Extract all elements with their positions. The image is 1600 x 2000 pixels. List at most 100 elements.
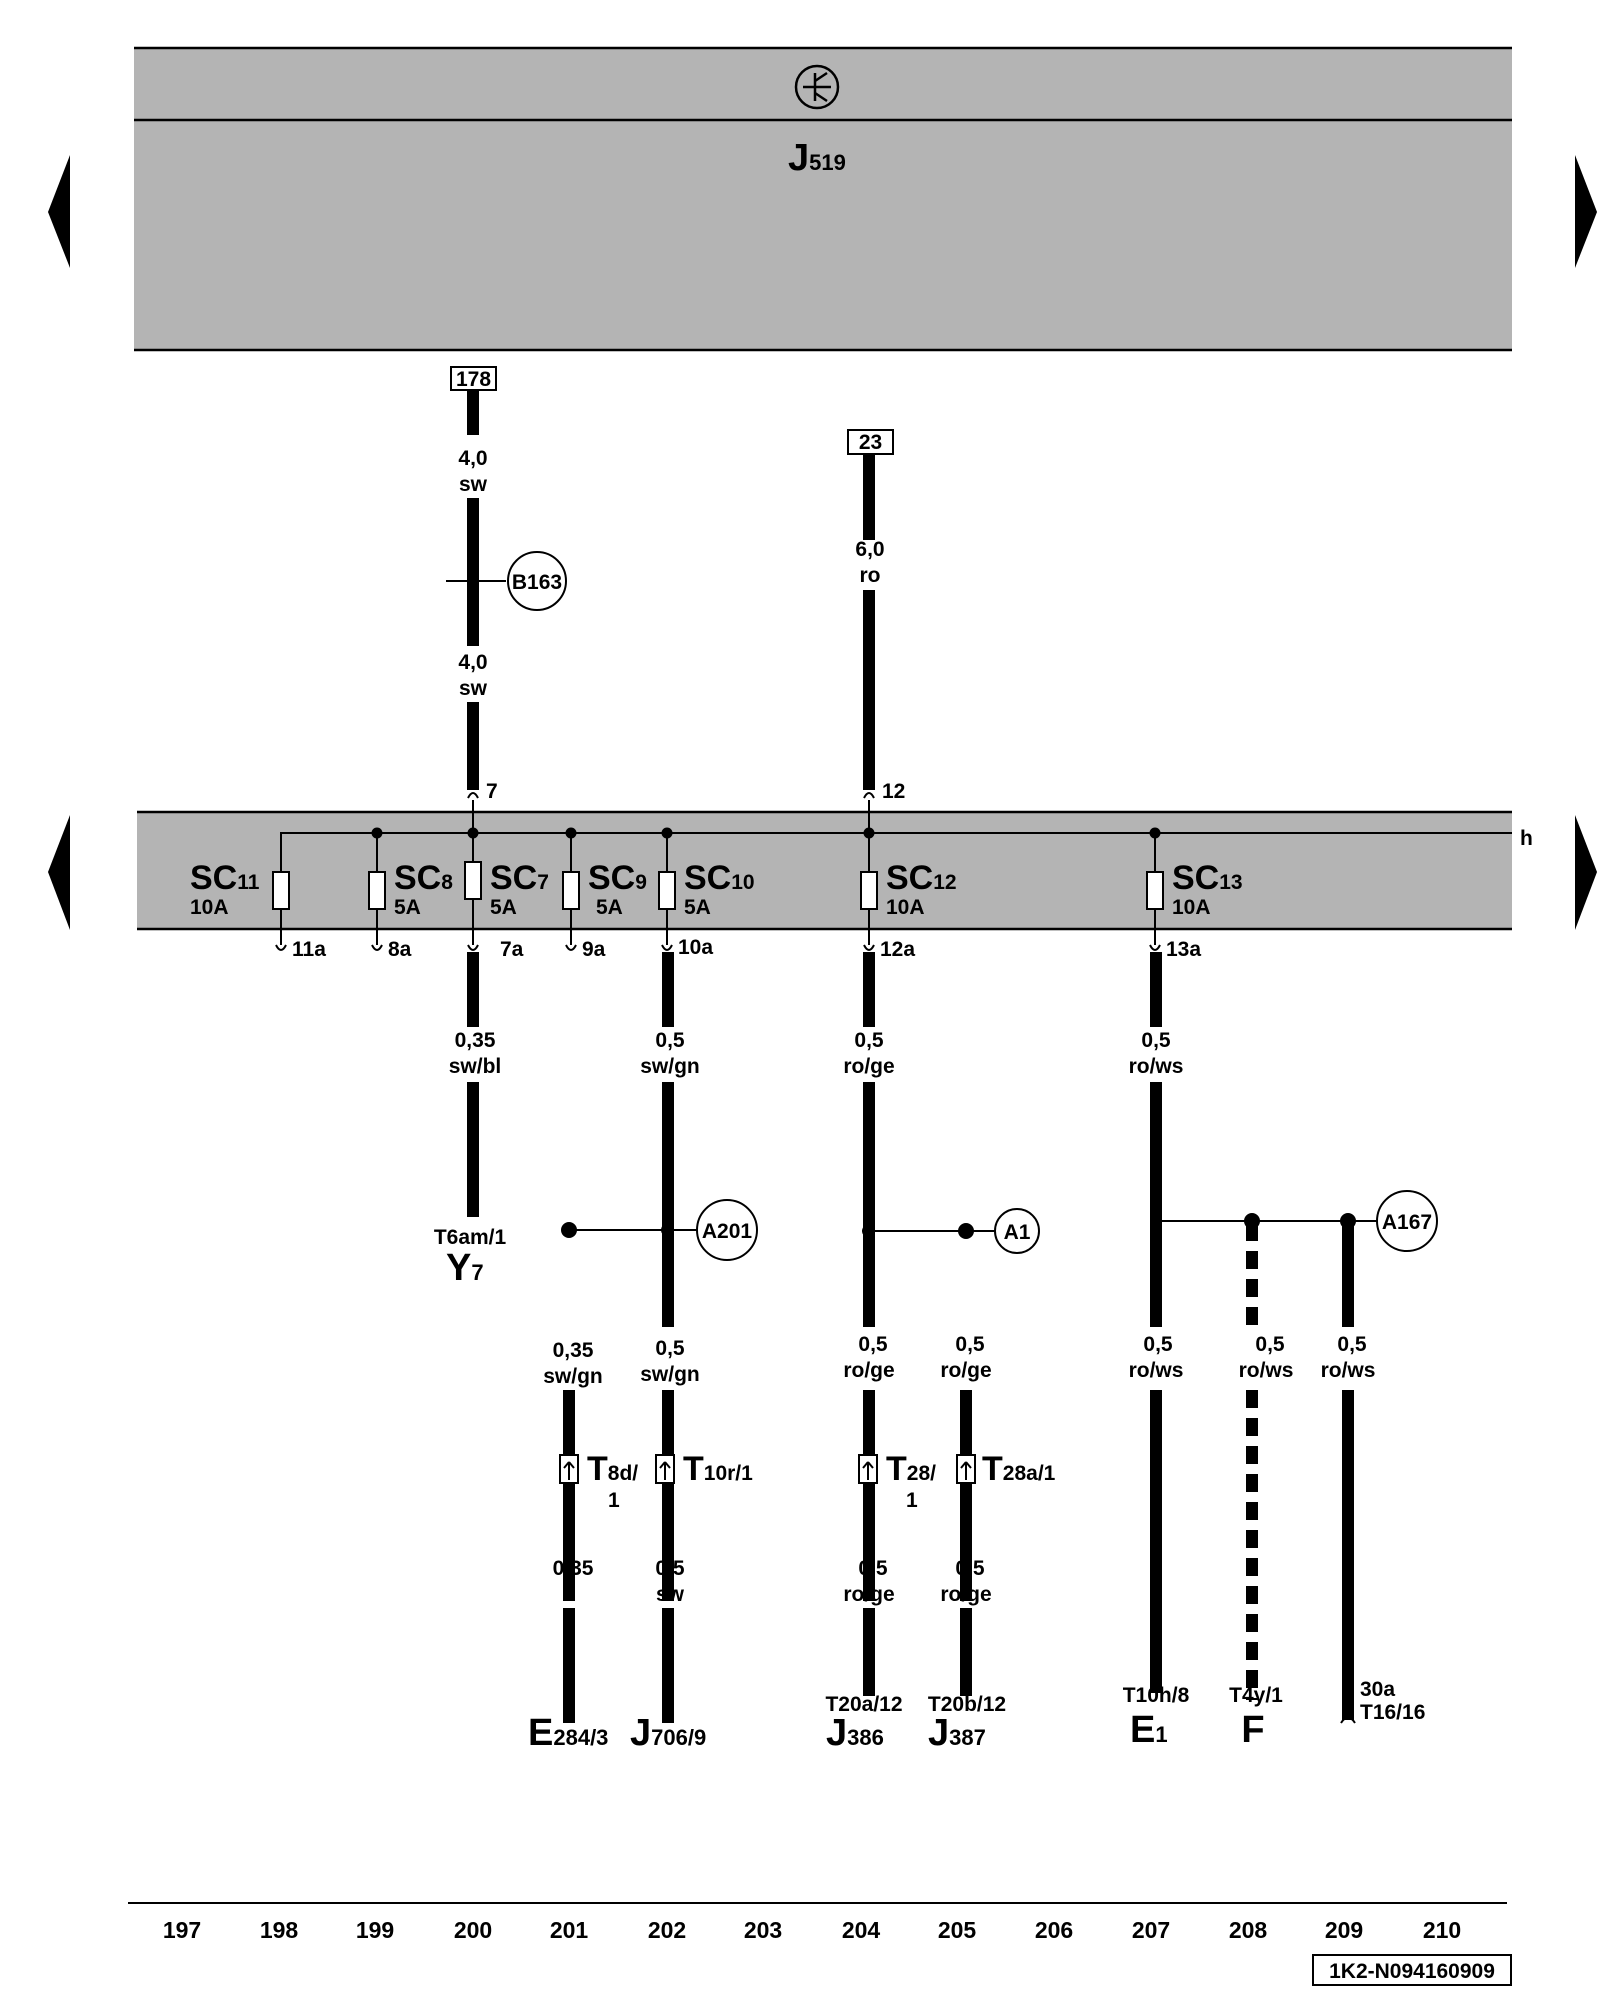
component-label: F — [1241, 1709, 1264, 1751]
fuse-sc12[interactable]: SC12 10A 12a — [860, 833, 957, 961]
column-number: 200 — [454, 1917, 492, 1943]
component-j706[interactable]: J706/9 — [630, 1712, 706, 1754]
document-id-box — [1312, 1954, 1512, 1986]
svg-text:B163: B163 — [512, 571, 562, 594]
column-number: 210 — [1423, 1917, 1461, 1943]
fuse-sc9[interactable]: SC9 5A 9a — [562, 833, 647, 961]
wire-color: ro/ge — [843, 1583, 894, 1606]
wire-labels: 4,0 sw 4,0 sw 6,0 ro 0,35 sw/bl 0,5 sw/g… — [449, 447, 1376, 1606]
wire-color: ro — [860, 564, 881, 587]
fuse-label: SC9 — [588, 859, 647, 897]
previous-page-arrow-lower[interactable] — [48, 815, 70, 930]
fuse-rating: 5A — [684, 896, 711, 919]
wire-size: 0,5 — [1255, 1333, 1285, 1356]
document-id: 1K2-N094160909 — [1329, 1960, 1495, 1983]
component-pin: T4y/1 — [1229, 1684, 1283, 1707]
wire-color: sw — [459, 473, 488, 496]
fuse-rating: 5A — [394, 896, 421, 919]
wire-color: sw — [656, 1583, 685, 1606]
component-y7[interactable]: T6am/1 Y7 — [434, 1226, 507, 1289]
wire-size: 0,35 — [553, 1339, 594, 1362]
fuse-label: SC11 — [190, 859, 260, 897]
splice-b163[interactable]: B163 — [507, 551, 567, 611]
splice-a1[interactable]: A1 — [994, 1208, 1040, 1254]
wire-size: 0,5 — [1141, 1029, 1171, 1052]
fuse-output-pin: 7a — [500, 938, 524, 961]
component-e1[interactable]: T10h/8 E1 — [1123, 1684, 1190, 1751]
component-label: E284/3 — [528, 1712, 608, 1754]
component-t16[interactable]: 30a T16/16 — [1340, 1678, 1425, 1724]
splice-a201[interactable]: A201 — [696, 1199, 758, 1261]
fuse-label: SC12 — [886, 859, 957, 897]
component-pin: T10h/8 — [1123, 1684, 1190, 1707]
wire-size: 0,35 — [455, 1029, 496, 1052]
column-number: 206 — [1035, 1917, 1073, 1943]
wire-size: 0,5 — [858, 1333, 888, 1356]
wire-size: 4,0 — [458, 651, 487, 674]
wire-size: 6,0 — [855, 538, 884, 561]
fuse-label: SC7 — [490, 859, 549, 897]
column-number: 198 — [260, 1917, 299, 1943]
wire-segment — [467, 702, 479, 790]
reference-box-178[interactable]: 178 — [450, 366, 497, 391]
connector-t8d[interactable]: T8d/ 1 — [559, 1450, 638, 1512]
wire-size: 0,5 — [655, 1337, 685, 1360]
fuse-sc10[interactable]: SC10 5A 10a — [658, 833, 755, 959]
wire-size: 4,0 — [458, 447, 487, 470]
fuse-output-pin: 12a — [880, 938, 915, 961]
bus-label-h: h — [1520, 827, 1533, 850]
column-number: 203 — [744, 1917, 782, 1943]
component-pin: T20b/12 — [928, 1693, 1006, 1716]
column-number: 208 — [1229, 1917, 1268, 1943]
lower-wires — [467, 952, 1354, 1723]
connector-t28[interactable]: T28/ 1 — [858, 1450, 936, 1512]
bus-line-h: h — [280, 800, 1533, 888]
fuse-sc13[interactable]: SC13 10A 13a — [1146, 833, 1243, 961]
component-label: J386 — [826, 1712, 884, 1754]
component-e284[interactable]: E284/3 — [528, 1712, 608, 1754]
wire-color: ro/ge — [843, 1055, 894, 1078]
component-j386[interactable]: T20a/12 J386 — [825, 1693, 902, 1754]
footer: 197 198 199 200 201 202 203 204 205 206 … — [128, 1902, 1512, 1986]
wire-size: 0,5 — [1143, 1333, 1173, 1356]
component-j387[interactable]: T20b/12 J387 — [928, 1693, 1006, 1754]
fuse-rating: 10A — [190, 896, 229, 919]
upper-wires — [446, 390, 875, 790]
splice-a167[interactable]: A167 — [1376, 1190, 1438, 1252]
column-number: 207 — [1132, 1917, 1170, 1943]
fuse-sc11[interactable]: SC11 10A 11a — [190, 859, 326, 961]
fuse-rating: 10A — [886, 896, 925, 919]
column-number: 204 — [842, 1917, 881, 1943]
component-pin: T20a/12 — [825, 1693, 902, 1716]
wire-segment — [467, 498, 479, 646]
wire-size: 0,5 — [955, 1333, 985, 1356]
control-unit-j519: J519 — [134, 46, 1512, 352]
previous-page-arrow-upper[interactable] — [48, 155, 70, 268]
wire-color: ro/ws — [1321, 1359, 1376, 1382]
fuse-output-pin: 10a — [678, 936, 713, 959]
reference-box-23[interactable]: 23 — [847, 429, 894, 455]
fuse-label: SC10 — [684, 859, 755, 897]
control-unit-label: J519 — [788, 137, 846, 179]
connector-label: T10r/1 — [683, 1450, 753, 1488]
wire-color: sw/gn — [640, 1363, 700, 1386]
wire-segment — [863, 455, 875, 540]
connector-t10r[interactable]: T10r/1 — [655, 1450, 753, 1488]
fuse-sc7[interactable]: SC7 5A 7a — [464, 833, 549, 961]
fuse-sc8[interactable]: SC8 5A 8a — [368, 833, 453, 961]
fuse-output-pin: 9a — [582, 938, 606, 961]
fuse-rating: 5A — [490, 896, 517, 919]
wire-size: 0,5 — [854, 1029, 884, 1052]
connector-t28a[interactable]: T28a/1 — [956, 1450, 1056, 1488]
wire-segment — [863, 590, 875, 790]
connector-label-pin: 1 — [906, 1489, 918, 1512]
transistor-symbol-icon — [794, 64, 840, 110]
wire-segment — [467, 390, 479, 435]
column-number: 202 — [648, 1917, 686, 1943]
next-page-arrow-upper[interactable] — [1575, 155, 1597, 268]
svg-text:178: 178 — [456, 368, 491, 391]
component-f[interactable]: T4y/1 F — [1229, 1684, 1283, 1751]
next-page-arrow-lower[interactable] — [1575, 815, 1597, 930]
component-label: E1 — [1130, 1709, 1168, 1751]
